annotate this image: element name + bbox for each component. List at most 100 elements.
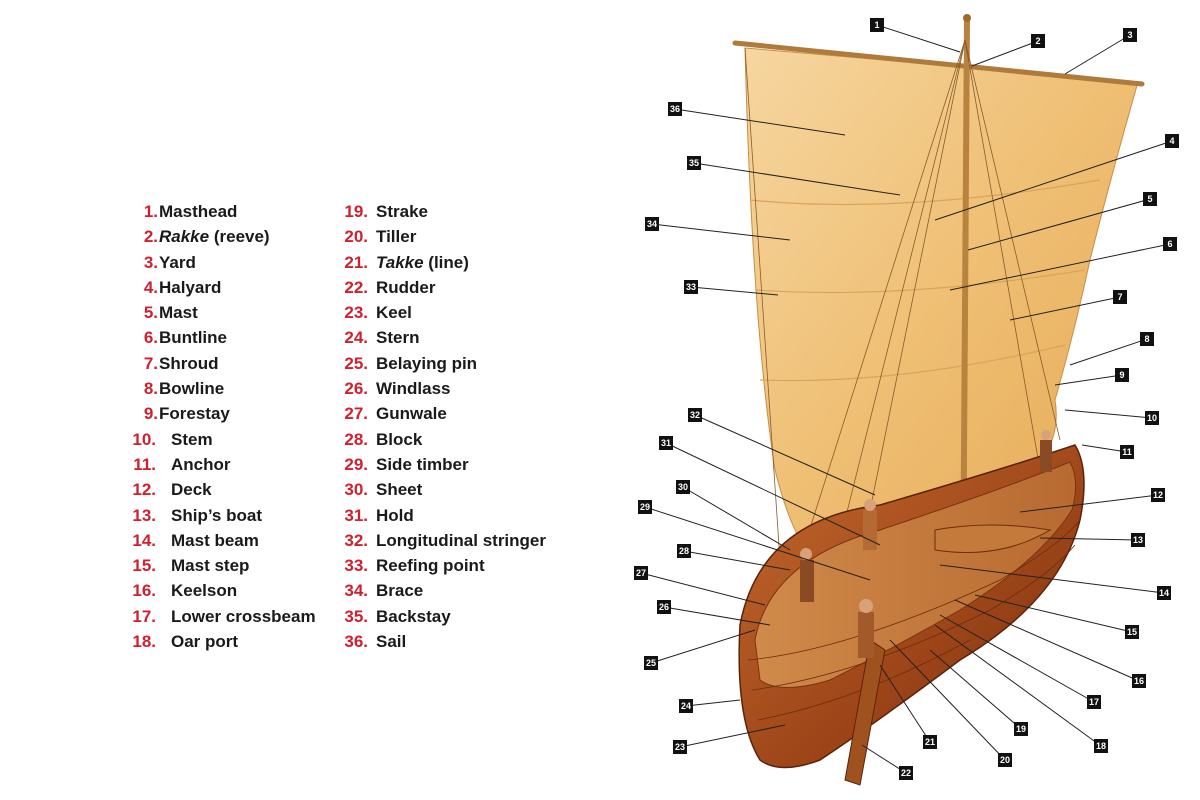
callout-number: 6: [1167, 239, 1172, 249]
legend-item: 32.Longitudinal stringer: [330, 528, 546, 553]
legend-label: Reefing point: [376, 556, 485, 575]
legend-label-text: Keelson: [171, 581, 238, 601]
legend-item: 13.Ship’s boat: [130, 503, 270, 528]
legend-label: Brace: [376, 581, 423, 600]
callout-number: 36: [670, 104, 680, 114]
callout-box: [1165, 134, 1179, 148]
callout-number: 11: [1122, 447, 1132, 457]
legend-number: 20.: [344, 227, 368, 247]
callout-box: [1094, 739, 1108, 753]
callout-leader-line: [682, 486, 791, 551]
legend-label-text: Stem: [171, 429, 213, 449]
legend-item: 4.Halyard: [130, 275, 270, 300]
reef-line: [759, 344, 1066, 382]
legend-label-text: Backstay: [376, 606, 451, 626]
callout-box: [1031, 34, 1045, 48]
callout-box: [668, 102, 682, 116]
legend-number: 27.: [344, 404, 368, 424]
legend-label-text: Rakke: [159, 227, 210, 247]
callout-number: 32: [690, 410, 700, 420]
legend-number: 34.: [344, 581, 368, 601]
legend-number: 24.: [344, 328, 368, 348]
legend-label: Forestay: [159, 404, 230, 423]
callout-number: 1: [874, 20, 879, 30]
legend-label: Gunwale: [376, 404, 447, 423]
callout-leader-line: [889, 639, 1006, 761]
legend-number: 35.: [344, 606, 368, 626]
legend-label: Shroud: [159, 354, 219, 373]
legend-item: 35. Backstay: [330, 604, 546, 629]
legend-number: 29.: [344, 454, 368, 474]
callout-number: 21: [925, 737, 935, 747]
callout-leader-line: [683, 550, 791, 571]
legend-number: 11.: [133, 454, 156, 474]
legend-label-text: Sail: [376, 632, 407, 652]
callout-number: 5: [1147, 194, 1152, 204]
callout-leader-line: [1064, 34, 1131, 75]
legend-item: 3.Yard: [130, 250, 270, 275]
callout-leader-line: [651, 223, 791, 241]
callout-box: [1123, 28, 1137, 42]
legend-number: 17.: [132, 606, 156, 626]
legend-number: 12.: [132, 480, 156, 500]
legend-item: 33. Reefing point: [330, 553, 546, 578]
legend-label-text: Sheet: [376, 480, 423, 500]
legend-item: 7.Shroud: [130, 351, 270, 376]
callout-leader-line: [640, 572, 766, 606]
callout-box: [659, 436, 673, 450]
callout-number: 26: [659, 602, 669, 612]
legend-item: 8.Bowline: [130, 376, 270, 401]
callout-box: [634, 566, 648, 580]
legend-number: 2.: [143, 227, 158, 247]
legend-item: 27. Gunwale: [330, 401, 546, 426]
legend-item: 18.Oar port: [130, 629, 270, 654]
legend-label-text: Longitudinal stringer: [376, 530, 546, 550]
legend-label: Backstay: [376, 607, 451, 626]
legend-label: Sail: [376, 632, 406, 651]
legend-number: 33.: [344, 556, 368, 576]
legend-label-text: Halyard: [159, 277, 222, 297]
callout-leader-line: [949, 243, 1171, 291]
legend-label: Strake: [376, 202, 428, 221]
callout-number: 19: [1016, 724, 1026, 734]
legend-number: 28.: [344, 429, 368, 449]
callout-box: [1143, 192, 1157, 206]
legend-label-text: Masthead: [159, 202, 238, 221]
legend-label: Keel: [376, 303, 412, 322]
legend-item: 31.Hold: [330, 503, 546, 528]
callout-box: [1014, 722, 1028, 736]
callout-leader-line: [685, 699, 741, 707]
legend-label-text: Takke: [376, 252, 424, 272]
callout-number: 33: [686, 282, 696, 292]
legend-item: 12. Deck: [130, 477, 270, 502]
callout-box: [1087, 695, 1101, 709]
legend-number: 19.: [344, 202, 368, 221]
legend-label: Stern: [376, 328, 419, 347]
callout-box: [673, 740, 687, 754]
callout-box: [1163, 237, 1177, 251]
legend-item: 21.Takke (line): [330, 250, 546, 275]
legend-item: 29.Side timber: [330, 452, 546, 477]
callout-box: [1120, 445, 1134, 459]
legend-number: 25.: [344, 353, 368, 373]
legend-number: 13.: [132, 505, 156, 525]
callout-leader-line: [693, 162, 901, 196]
callout-number: 7: [1117, 292, 1122, 302]
legend-number: 3.: [143, 252, 158, 272]
callout-box: [899, 766, 913, 780]
legend-label: Deck: [171, 477, 212, 502]
legend-item: 6.Buntline: [130, 325, 270, 350]
legend-number: 8.: [143, 379, 158, 399]
legend-label-text: Strake: [376, 202, 428, 221]
legend-label: Anchor: [171, 452, 231, 477]
legend-item: 34. Brace: [330, 578, 546, 603]
legend-number: 5.: [143, 303, 158, 323]
callout-box: [677, 544, 691, 558]
callout-leader-line: [674, 108, 846, 136]
callout-leader-line: [939, 614, 1095, 703]
legend-label: Windlass: [376, 379, 450, 398]
legend-item: 23.Keel: [330, 300, 546, 325]
reef-line: [749, 179, 1101, 206]
callout-number: 35: [689, 158, 699, 168]
